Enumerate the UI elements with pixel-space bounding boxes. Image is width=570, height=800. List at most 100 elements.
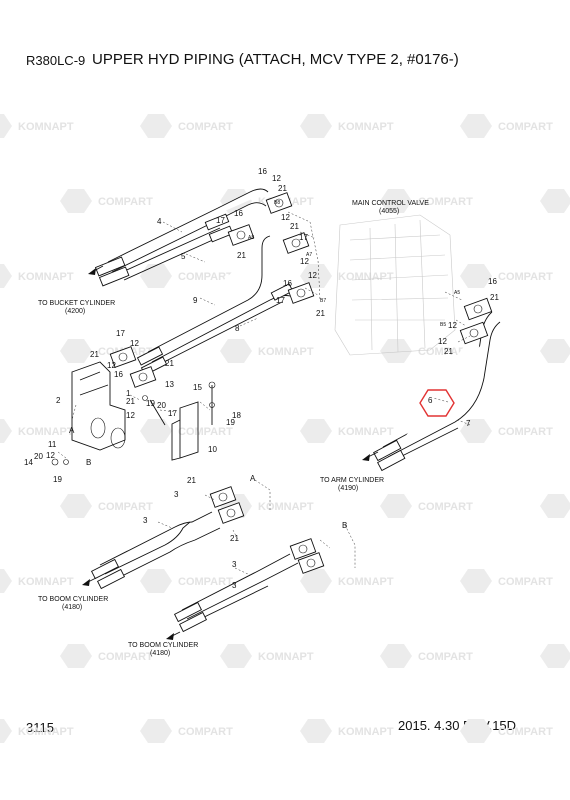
watermark-logo [380,494,412,518]
leader-lines [57,211,471,576]
watermark-text: COMPART [178,426,233,438]
part-label: 21 [490,293,499,302]
watermark-text: COMPART [98,196,153,208]
part-label: 21 [230,534,239,543]
watermark-logo [140,719,172,743]
port-b8: B8 [274,200,280,206]
watermark-logo [460,419,492,443]
part-label: 17 [276,296,285,305]
watermark-logo [0,719,12,743]
watermark-logo [300,114,332,138]
part-label: 12 [126,411,135,420]
watermark-logo [460,114,492,138]
part-label: 16 [283,279,292,288]
watermark-logo [460,719,492,743]
part-label: 19 [146,399,155,408]
to-arm-ref: (4190) [338,485,358,492]
port-b5: B5 [440,322,446,328]
part-label: 21 [278,184,287,193]
part-label: 3 [143,516,148,525]
watermark-logo [140,264,172,288]
hose-3-left-assembly [90,486,245,590]
part-label: 7 [466,419,471,428]
block-assembly-left [51,346,157,466]
to-boom-label-1: TO BOOM CYLINDER [38,596,108,603]
watermark-text: COMPART [98,651,153,663]
watermark-logo [0,419,12,443]
watermark-text: KOMNAPT [338,426,394,438]
highlight-part-6 [419,389,455,417]
part-label: 10 [208,445,217,454]
watermark-logo [0,569,12,593]
to-bucket-ref: (4200) [65,308,85,315]
part-label: 20 [34,452,43,461]
view-label-b-left: B [86,458,91,467]
watermark-logo [60,339,92,363]
part-label: 8 [235,324,240,333]
part-label: 21 [187,476,196,485]
watermark-text: COMPART [178,121,233,133]
watermark-text: COMPART [498,726,553,738]
port-b7: B7 [320,298,326,304]
watermark-logo [540,644,570,668]
part-label: 12 [46,451,55,460]
mcv-ref: (4055) [379,208,399,215]
watermark-logo [460,569,492,593]
page-title: UPPER HYD PIPING (ATTACH, MCV TYPE 2, #0… [92,51,459,68]
part-label: 21 [237,251,246,260]
watermark-text: KOMNAPT [338,271,394,283]
bracket-assembly [142,381,216,461]
watermark-logo [380,189,412,213]
part-label: 16 [114,370,123,379]
watermark-text: KOMNAPT [338,121,394,133]
watermark-text: COMPART [178,271,233,283]
watermark-logo [140,419,172,443]
callout-arrows [82,265,379,640]
watermark-logo [540,494,570,518]
watermark-logo [300,719,332,743]
page-number: 3115 [26,720,54,735]
part-label: 12 [281,213,290,222]
watermark-text: KOMNAPT [258,651,314,663]
watermark-logo [380,339,412,363]
part-label: 4 [157,217,162,226]
to-boom-ref-2: (4180) [150,650,170,657]
view-label-a-top: A [250,474,256,483]
watermark-logo [380,644,412,668]
watermark-logo [540,189,570,213]
watermark-logo [0,264,12,288]
part-label: 12 [300,257,309,266]
watermark-text: COMPART [498,121,553,133]
port-a8: A8 [248,235,254,241]
part-label: 2 [56,396,61,405]
part-label: 17 [168,409,177,418]
part-label: 3 [174,490,179,499]
part-label: 12 [130,339,139,348]
part-label: 5 [181,252,186,261]
watermark-text: KOMNAPT [18,576,74,588]
part-label: 12 [438,337,447,346]
part-label: 21 [290,222,299,231]
part-label: 13 [165,380,174,389]
part-label: 17 [116,329,125,338]
part-label: 6 [428,396,433,405]
watermark-logo [140,114,172,138]
part-label: 14 [24,458,33,467]
part-label: 1 [126,389,131,398]
watermark-logo [220,644,252,668]
watermark-logo [60,189,92,213]
part-label: 21 [90,350,99,359]
part-label: 15 [193,383,202,392]
port-a5: A5 [454,290,460,296]
port-a7: A7 [306,252,312,258]
part-label: 19 [226,418,235,427]
part-label: 21 [165,359,174,368]
watermark-text: COMPART [98,501,153,513]
part-label: 16 [234,209,243,218]
watermark-text: COMPART [498,271,553,283]
watermark-text: COMPART [418,501,473,513]
part-label: 21 [126,397,135,406]
to-arm-label: TO ARM CYLINDER [320,477,384,484]
